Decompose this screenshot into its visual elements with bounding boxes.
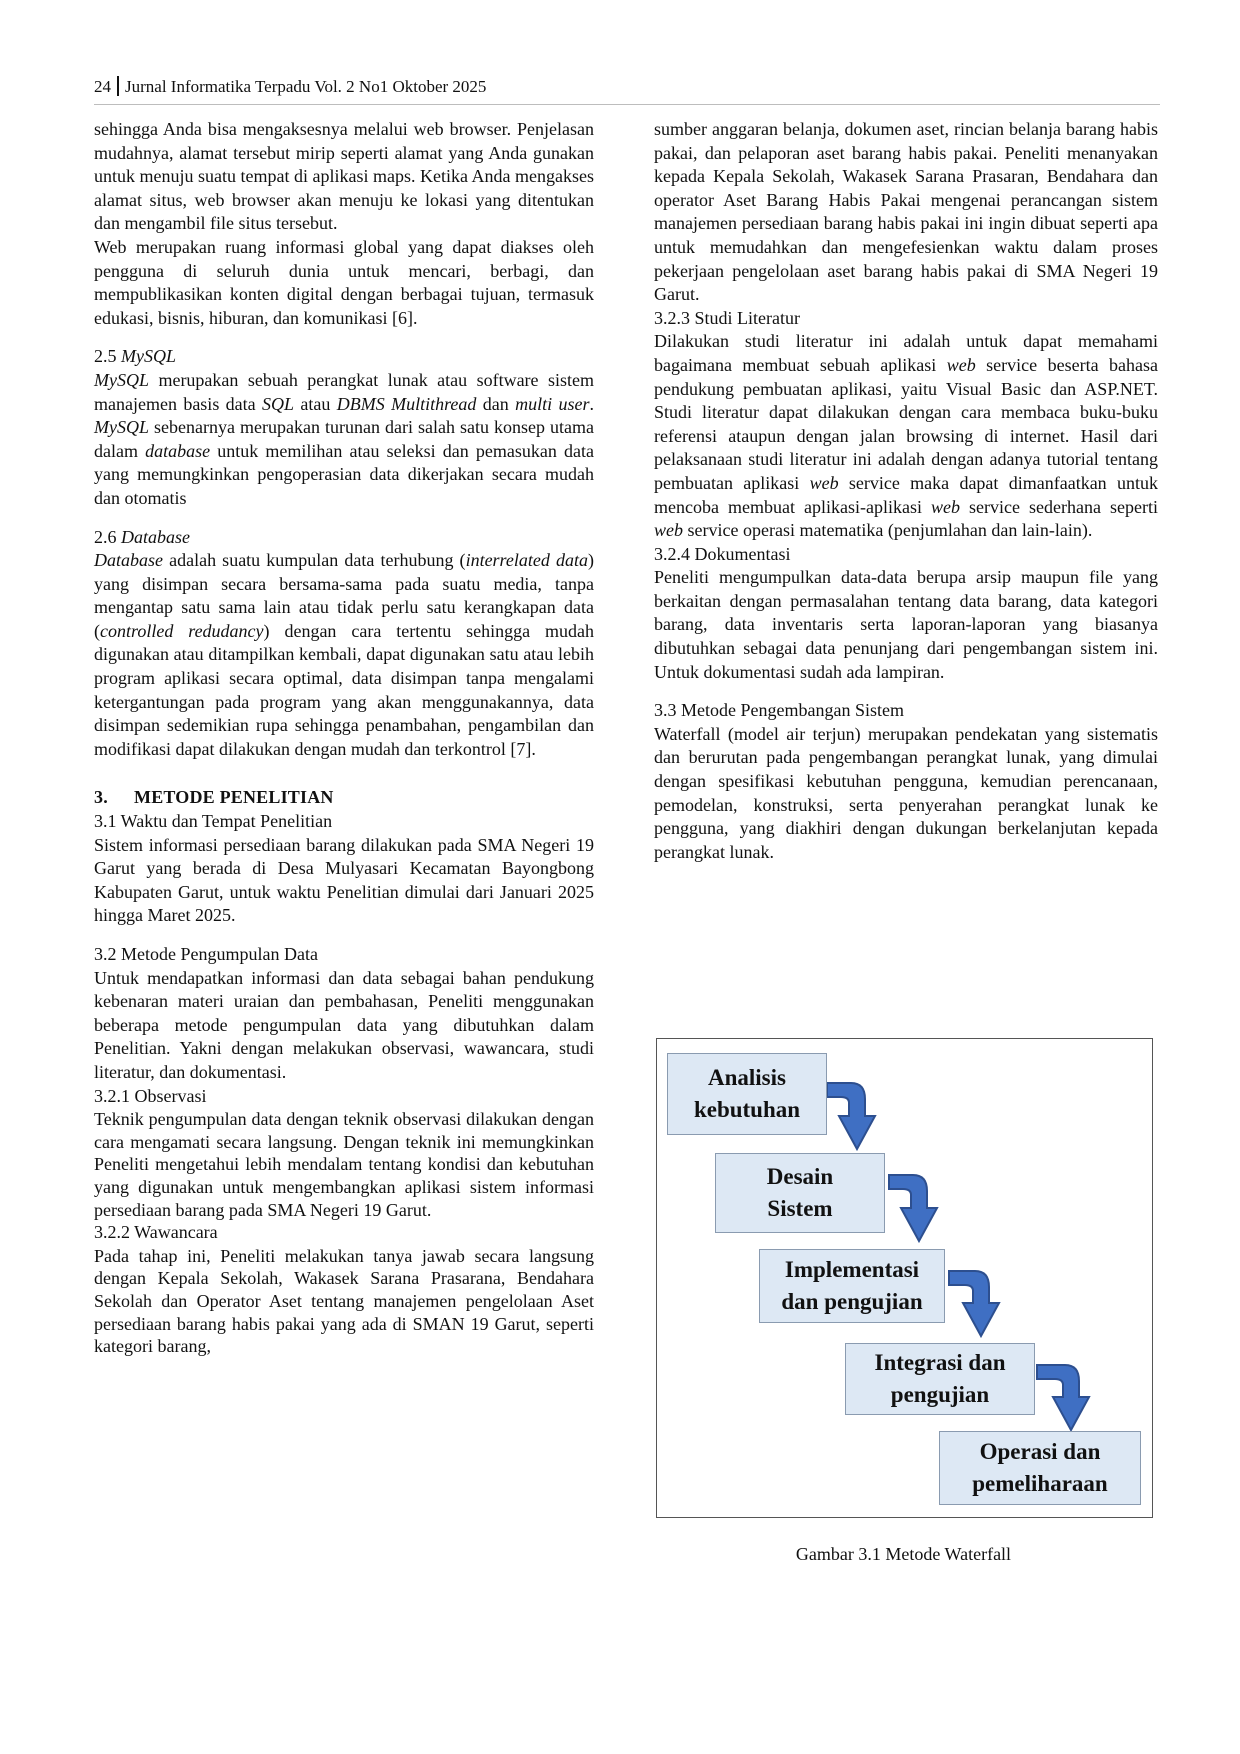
left-column: sehingga Anda bisa mengaksesnya melalui … <box>94 118 594 1358</box>
paragraph: Sistem informasi persediaan barang dilak… <box>94 834 594 926</box>
flow-arrow <box>888 1174 939 1244</box>
paragraph: sumber anggaran belanja, dokumen aset, r… <box>654 119 1158 305</box>
paragraph: Dilakukan studi literatur ini adalah unt… <box>654 331 1159 541</box>
paragraph: Untuk mendapatkan informasi dan data seb… <box>94 967 594 1082</box>
paragraph: MySQL merupakan sebuah perangkat lunak a… <box>94 369 594 508</box>
paragraph: Web merupakan ruang informasi global yan… <box>94 236 594 328</box>
section-heading: 3.1 Waktu dan Tempat Penelitian <box>94 811 333 832</box>
section-3-3: 3.3 Metode Pengembangan Sistem Waterfall… <box>654 699 1158 864</box>
subsection-heading: 3.2.4 Dokumentasi <box>654 543 791 564</box>
paragraph: sehingga Anda bisa mengaksesnya melalui … <box>94 119 594 234</box>
journal-title: Jurnal Informatika Terpadu Vol. 2 No1 Ok… <box>125 77 487 96</box>
section-2-6: 2.6 Database Database adalah suatu kumpu… <box>94 526 594 762</box>
figure-caption: Gambar 3.1 Metode Waterfall <box>795 1544 1012 1564</box>
section-heading: 3.2 Metode Pengumpulan Data <box>94 944 318 964</box>
running-header: 24 Jurnal Informatika Terpadu Vol. 2 No1 … <box>94 74 1160 105</box>
subsection-heading: 3.2.2 Wawancara <box>94 1222 218 1243</box>
section-heading: 2.5 MySQL <box>94 346 176 367</box>
paragraph: Database adalah suatu kumpulan data terh… <box>94 550 595 759</box>
section-heading: 2.6 Database <box>94 526 190 547</box>
paragraph: Peneliti mengumpulkan data-data berupa a… <box>654 567 1158 682</box>
paragraph: Waterfall (model air terjun) merupakan p… <box>654 723 1158 862</box>
flow-arrow <box>948 1270 1001 1339</box>
right-column: sumber anggaran belanja, dokumen aset, r… <box>654 118 1158 864</box>
subsection-heading: 3.2.1 Observasi <box>94 1085 207 1106</box>
section-heading: 3.3 Metode Pengembangan Sistem <box>654 700 904 721</box>
section-3-2: 3.2 Metode Pengumpulan Data Untuk mendap… <box>94 943 594 1358</box>
section-2-5: 2.5 MySQL MySQL merupakan sebuah perangk… <box>94 345 594 510</box>
paragraph: Pada tahap ini, Peneliti melakukan tanya… <box>94 1245 594 1357</box>
header-separator <box>117 76 119 96</box>
page-number: 24 <box>94 77 111 96</box>
flow-arrow <box>1036 1364 1091 1433</box>
paragraph: Teknik pengumpulan data dengan teknik ob… <box>94 1109 594 1220</box>
chapter-heading: 3.METODE PENELITIAN <box>94 787 334 808</box>
waterfall-arrows <box>826 1082 1091 1433</box>
flow-arrow <box>826 1082 877 1152</box>
subsection-heading: 3.2.3 Studi Literatur <box>654 307 800 328</box>
section-3: 3.METODE PENELITIAN 3.1 Waktu dan Tempat… <box>94 786 594 928</box>
